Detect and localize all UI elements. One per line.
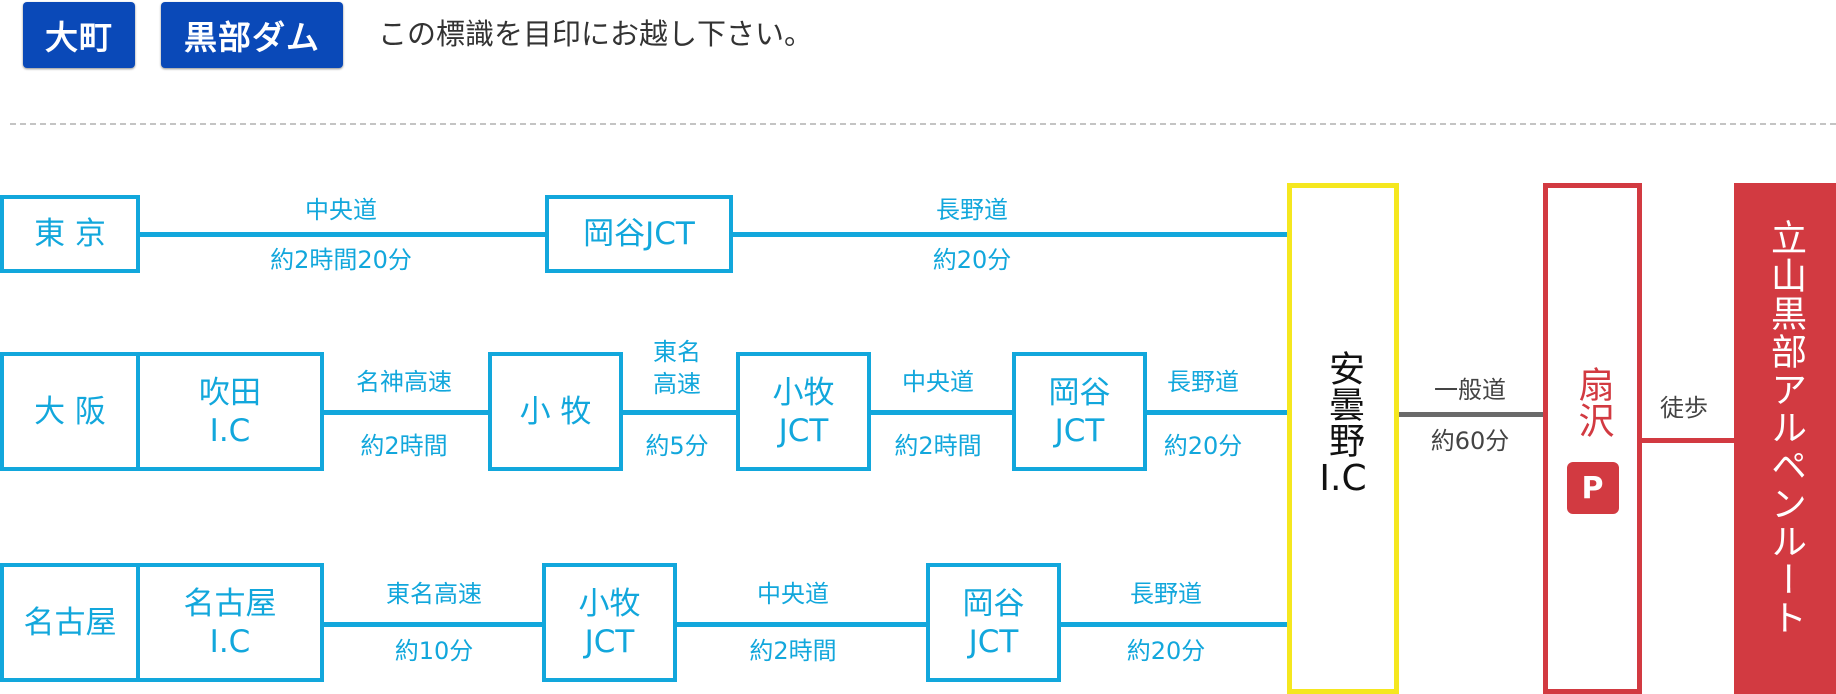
azumino-label: 安曇野 (1322, 349, 1364, 458)
tokyo-okaya-jct-box: 岡谷JCT (545, 195, 733, 273)
nagoya-seg2-time: 約2時間 (749, 637, 837, 665)
local-road-time: 約60分 (1430, 427, 1510, 455)
local-road-name: 一般道 (1434, 376, 1506, 404)
ogisawa-box: 扇沢 P (1543, 183, 1642, 694)
osaka-okaya-jct-label2: JCT (1054, 412, 1105, 449)
nagoya-seg1-time: 約10分 (394, 637, 474, 665)
tokyo-origin-label: 東 京 (34, 216, 106, 252)
osaka-komaki-jct-box: 小牧 JCT (736, 352, 871, 471)
nagoya-seg3-time: 約20分 (1126, 637, 1206, 665)
osaka-seg1-time: 約2時間 (360, 432, 448, 460)
osaka-seg3-time: 約2時間 (894, 432, 982, 460)
nagoya-okaya-jct-label1: 岡谷 (962, 585, 1025, 622)
azumino-ic-label: I.C (1319, 457, 1367, 499)
tokyo-seg2-road: 長野道 (936, 196, 1008, 224)
nagoya-seg3-road: 長野道 (1130, 580, 1202, 608)
osaka-seg3-road: 中央道 (902, 368, 974, 396)
osaka-okaya-jct-box: 岡谷 JCT (1012, 352, 1147, 471)
alpine-route-label: 立山黒部アルペンルート (1765, 219, 1806, 637)
osaka-okaya-jct-label1: 岡谷 (1048, 374, 1111, 411)
badge-omachi: 大町 (23, 2, 135, 68)
nagoya-seg1-road: 東名高速 (386, 580, 482, 608)
nagoya-komaki-jct-label2: JCT (584, 623, 635, 660)
ogisawa-label: 扇沢 (1572, 366, 1614, 438)
nagoya-ic-box: 名古屋 I.C (136, 563, 324, 682)
walk-label: 徒歩 (1660, 394, 1708, 422)
sign-instruction-text: この標識を目印にお越し下さい。 (378, 17, 814, 51)
osaka-suita-label: 吹田 (199, 374, 261, 411)
nagoya-okaya-jct-box: 岡谷 JCT (926, 563, 1061, 682)
dashed-divider (10, 123, 1836, 125)
parking-icon: P (1566, 462, 1619, 514)
nagoya-origin-label: 名古屋 (23, 604, 117, 641)
nagoya-route-line (320, 622, 1291, 627)
nagoya-ic-name-label: 名古屋 (183, 585, 277, 622)
osaka-komaki-jct-label2: JCT (778, 412, 829, 449)
nagoya-origin-box: 名古屋 (0, 563, 140, 682)
osaka-seg2-road-line1: 東名 (653, 338, 701, 366)
osaka-seg1-road: 名神高速 (356, 368, 452, 396)
osaka-seg2-road-line2: 高速 (653, 370, 701, 398)
tokyo-seg1-road: 中央道 (305, 196, 377, 224)
parking-label: P (1581, 470, 1604, 506)
osaka-suita-ic-label: I.C (209, 412, 251, 449)
nagoya-okaya-jct-label2: JCT (968, 623, 1019, 660)
azumino-ic-box: 安曇野 I.C (1287, 183, 1399, 694)
osaka-origin-label: 大 阪 (34, 393, 106, 430)
nagoya-ic-label: I.C (209, 623, 251, 660)
alpine-route-destination: 立山黒部アルペンルート (1734, 183, 1836, 694)
walk-line (1642, 438, 1735, 443)
nagoya-seg2-road: 中央道 (757, 580, 829, 608)
tokyo-okaya-jct-label: 岡谷JCT (583, 216, 695, 252)
osaka-origin-box: 大 阪 (0, 352, 140, 471)
badge-kurobe-dam: 黒部ダム (161, 2, 343, 68)
osaka-komaki-jct-label1: 小牧 (772, 374, 835, 411)
tokyo-seg1-time: 約2時間20分 (270, 246, 412, 274)
osaka-seg4-road: 長野道 (1167, 368, 1239, 396)
local-road-line (1399, 412, 1545, 417)
nagoya-komaki-jct-label1: 小牧 (578, 585, 641, 622)
osaka-seg4-time: 約20分 (1163, 432, 1243, 460)
tokyo-seg2-time: 約20分 (932, 246, 1012, 274)
osaka-suita-ic-box: 吹田 I.C (136, 352, 324, 471)
osaka-komaki-box: 小 牧 (488, 352, 623, 471)
osaka-seg2-time: 約5分 (645, 432, 709, 460)
tokyo-origin-box: 東 京 (0, 195, 140, 273)
osaka-komaki-label: 小 牧 (519, 393, 592, 430)
nagoya-komaki-jct-box: 小牧 JCT (542, 563, 677, 682)
